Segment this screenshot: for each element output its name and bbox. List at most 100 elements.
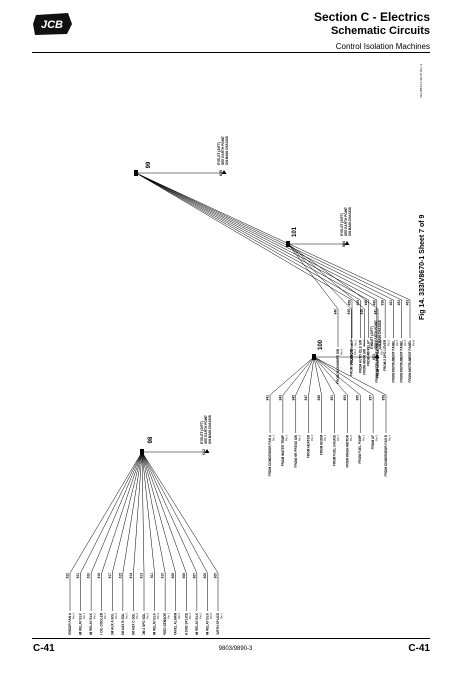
branch-pin: Pin 2 xyxy=(146,612,150,618)
branch-label: FROM BOOM xyxy=(320,435,324,456)
branch-label: FROM 2 SPD SOL xyxy=(142,613,146,635)
branch-wire xyxy=(308,356,315,396)
branch-wire xyxy=(269,356,315,396)
branch-wire xyxy=(135,172,369,301)
branch-pin: Pin 1 xyxy=(362,434,366,440)
branch-wire xyxy=(295,356,315,396)
branch-wire xyxy=(141,451,208,574)
wire-number: 851 xyxy=(330,395,334,401)
wire-number: 620 xyxy=(87,573,91,579)
branch-wire xyxy=(141,451,219,574)
wire-number: 453 xyxy=(397,300,401,306)
branch-wire xyxy=(135,172,361,301)
branch-label: FROM RELAY BLK xyxy=(89,612,93,635)
branch-label: FROM SOLENOID OIL COOLER xyxy=(100,612,104,635)
header-rule xyxy=(32,52,430,53)
branch-pin: Pin 1 xyxy=(103,612,107,618)
branch-label: FROM HR PRESS SW xyxy=(294,435,298,468)
branch-wire xyxy=(287,243,339,310)
arrow-icon xyxy=(204,449,210,453)
wire-number: 463 xyxy=(406,300,410,306)
branch-pin: Pin 5 xyxy=(198,612,202,618)
branch-pin: Pin 2 xyxy=(135,612,139,618)
branch-wire xyxy=(122,451,143,574)
branch-label: FROM AUX A SOL xyxy=(110,613,114,635)
output-wire-number: 612 xyxy=(202,449,206,455)
wire-number: 621 xyxy=(76,573,80,579)
branch-wire xyxy=(141,451,176,574)
branch-label: FROM HEATER SW xyxy=(376,349,380,378)
branch-wire xyxy=(112,451,143,574)
output-wire-number: 835 xyxy=(219,170,223,176)
branch-wire xyxy=(287,243,352,310)
eyelet-label: ON MAIN CHASSIS xyxy=(208,415,212,444)
branch-wire xyxy=(90,451,143,574)
wire-number: 857 xyxy=(369,395,373,401)
wire-number: 608 xyxy=(182,573,186,579)
wire-number: 461 xyxy=(389,300,393,306)
eyelet-label: ON MAIN CHASSIS xyxy=(225,136,229,165)
branch-label: FROM RELAY BLK xyxy=(195,612,199,635)
wire-number: 617 xyxy=(108,573,112,579)
branch-pin: Pin 1 xyxy=(82,612,86,618)
branch-pin: Pin 6 xyxy=(209,612,213,618)
wire-number: 460 xyxy=(372,300,376,306)
output-wire-number: 653 xyxy=(372,354,376,360)
branch-pin: Pin 2 xyxy=(378,339,382,345)
branch-pin: Pin 2 xyxy=(297,434,301,440)
wire-number: 618 xyxy=(97,573,101,579)
wire-number: 839 xyxy=(360,309,364,315)
splice-id: 100 xyxy=(318,339,324,350)
wire-number: 841 xyxy=(266,395,270,401)
wire-number: 841 xyxy=(374,309,378,315)
branch-pin: Pin 2 xyxy=(353,348,357,354)
branch-wire xyxy=(313,356,374,396)
branch-pin: Pin 2 xyxy=(349,434,353,440)
wire-number: 605 xyxy=(214,573,218,579)
branch-pin: Pin 5 xyxy=(370,339,374,345)
branch-pin: Pin 3 xyxy=(395,339,399,345)
arrow-icon xyxy=(374,354,380,358)
branch-label: FROM SPEED SENSOR xyxy=(163,612,167,635)
branch-label: FROM INSTRUMENT PANEL xyxy=(375,340,379,383)
wire-number: 843 xyxy=(278,395,282,401)
branch-label: FROM CONDENSOR FAN A xyxy=(68,612,72,635)
branch-wire xyxy=(135,172,411,301)
branch-pin: Pin 1 xyxy=(284,434,288,440)
wire-number: 614 xyxy=(129,573,133,579)
branch-pin: Pin 2 xyxy=(72,612,76,618)
branch-pin: Pin 1 xyxy=(272,434,276,440)
splice-id: 101 xyxy=(292,226,298,237)
branch-wire xyxy=(287,243,379,310)
branch-pin: Pin 4 xyxy=(340,348,344,354)
branch-pin: Pin 2 xyxy=(114,612,118,618)
branch-wire xyxy=(313,356,348,396)
wire-number: 855 xyxy=(356,395,360,401)
wire-number: 859 xyxy=(382,395,386,401)
wire-number: 607 xyxy=(192,573,196,579)
branch-wire xyxy=(133,451,143,574)
document-number: 9803/9890-3 xyxy=(218,646,253,652)
branch-label: FROM WASH MOTOR xyxy=(345,434,349,467)
branch-label: FROM DRIV-ALT xyxy=(350,340,354,365)
wire-number: 847 xyxy=(304,395,308,401)
eyelet-label: SEE EARTH POINT xyxy=(374,320,378,349)
section-title: Section C - Electrics xyxy=(313,10,430,24)
eyelet-label: EYELET (20FT) xyxy=(200,421,204,444)
branch-wire xyxy=(141,451,187,574)
branch-wire xyxy=(80,451,143,574)
branch-label: FROM FUEL PUMP xyxy=(358,434,362,464)
branch-wire xyxy=(313,356,322,396)
branch-wire xyxy=(135,172,353,301)
branch-wire xyxy=(313,356,387,396)
wire-number: 611 xyxy=(150,573,154,578)
branch-pin: Pin 3 xyxy=(375,434,379,440)
branch-pin: Pin 3 xyxy=(380,348,384,354)
branch-pin: Pin 4 xyxy=(362,339,366,345)
wire-number: 853 xyxy=(343,395,347,401)
branch-pin: Pin 2 xyxy=(177,612,181,618)
subsection-title: Schematic Circuits xyxy=(330,25,430,37)
wire-number: 459 xyxy=(348,300,352,306)
branch-label: FROM RELAY BLK xyxy=(205,612,209,635)
wire-number: 840 xyxy=(334,309,338,315)
